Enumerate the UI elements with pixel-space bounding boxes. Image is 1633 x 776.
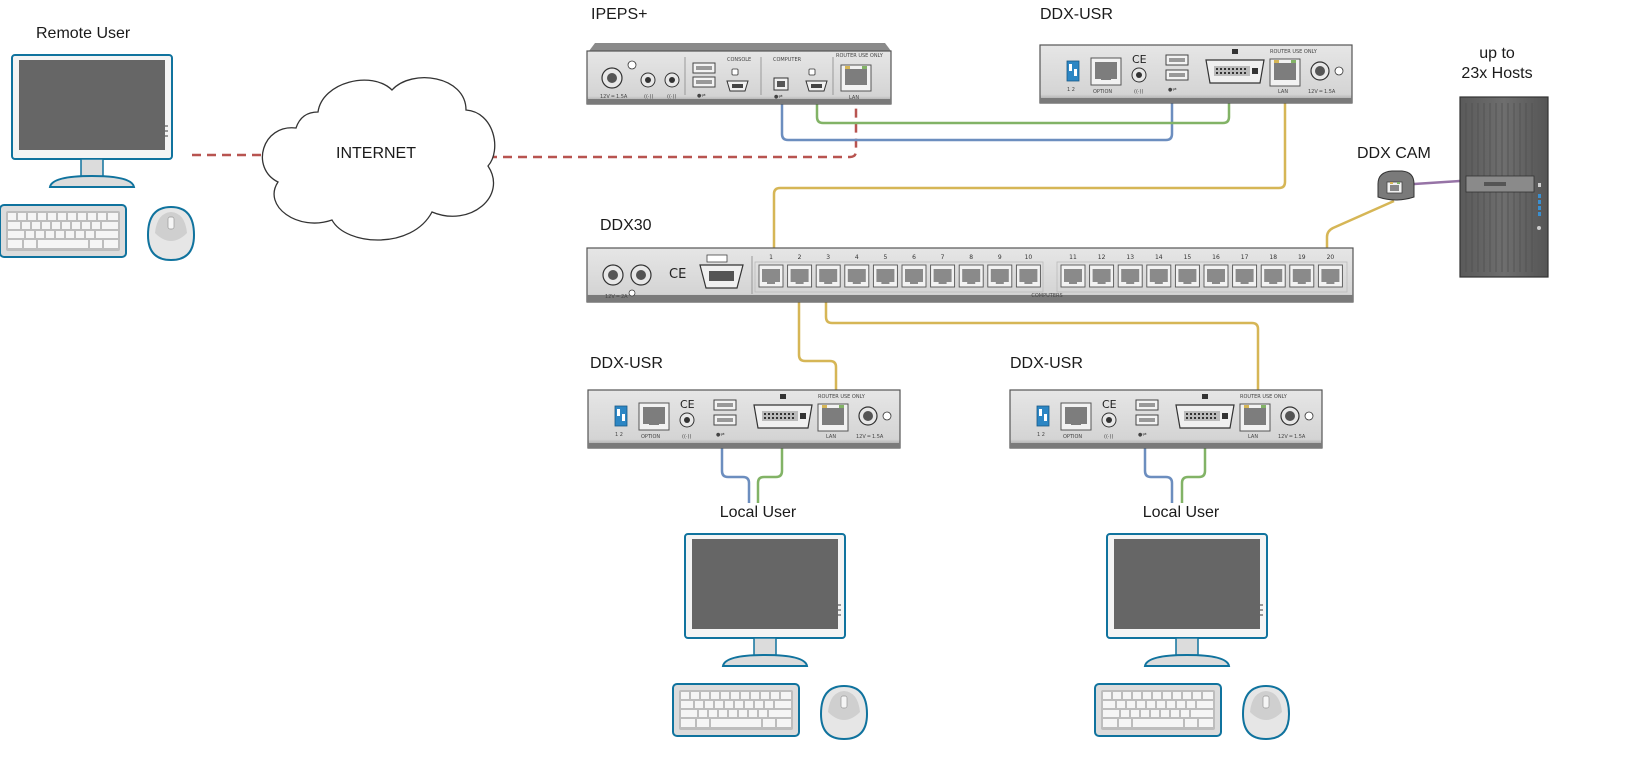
internet-link-ipeps — [488, 100, 858, 159]
switch-port-1: 1 — [758, 254, 784, 288]
svg-text:LAN: LAN — [849, 95, 859, 101]
switch-port-8: 8 — [958, 254, 984, 288]
video-cable-right-user — [1180, 425, 1207, 503]
svg-text:8: 8 — [969, 254, 973, 261]
svg-text:12V ═ 2A: 12V ═ 2A — [605, 294, 628, 300]
ddx-usr-top-label: DDX-USR — [1040, 6, 1113, 23]
video-cable-left-user — [756, 425, 784, 503]
ddx-usr-left-device — [587, 389, 901, 449]
remote-user-label: Remote User — [36, 25, 131, 42]
switch-port-2: 2 — [787, 254, 813, 288]
svg-text:15: 15 — [1184, 254, 1192, 261]
svg-text:CONSOLE: CONSOLE — [727, 57, 751, 63]
svg-text:3: 3 — [826, 254, 830, 261]
svg-text:10: 10 — [1025, 254, 1033, 261]
svg-text:2: 2 — [798, 254, 802, 261]
usb-cable-left-user — [720, 425, 751, 503]
svg-text:12V ═ 1.5A: 12V ═ 1.5A — [600, 94, 628, 100]
switch-port-7: 7 — [930, 254, 956, 288]
ipeps-label: IPEPS+ — [591, 6, 648, 23]
svg-text:11: 11 — [1069, 254, 1077, 261]
svg-text:1: 1 — [769, 254, 773, 261]
ddx-usr-top-device — [1039, 44, 1353, 104]
switch-port-9: 9 — [987, 254, 1013, 288]
local-user-left-label: Local User — [719, 504, 797, 521]
network-cable-top-usr — [772, 76, 1287, 268]
switch-port-15: 15 — [1174, 254, 1200, 288]
switch-port-14: 14 — [1146, 254, 1172, 288]
svg-text:9: 9 — [998, 254, 1002, 261]
svg-text:ROUTER USE ONLY: ROUTER USE ONLY — [836, 53, 884, 59]
svg-text:7: 7 — [941, 254, 945, 261]
switch-section-label: COMPUTERS — [1031, 293, 1062, 299]
video-cable-ipeps — [815, 82, 1231, 125]
svg-text:((·)): ((·)) — [667, 94, 676, 100]
svg-text:4: 4 — [855, 254, 859, 261]
network-cable-left-usr — [797, 285, 838, 410]
svg-text:20: 20 — [1327, 254, 1335, 261]
hosts-label-line2: 23x Hosts — [1461, 65, 1533, 82]
ddx-cam-device — [1377, 170, 1415, 201]
remote-user-workstation — [0, 54, 195, 261]
svg-text:●⇌: ●⇌ — [774, 94, 783, 100]
usb-cable-right-user — [1143, 425, 1174, 503]
svg-text:13: 13 — [1126, 254, 1134, 261]
svg-text:18: 18 — [1269, 254, 1277, 261]
svg-text:12: 12 — [1098, 254, 1106, 261]
svg-text:14: 14 — [1155, 254, 1163, 261]
internet-label: INTERNET — [336, 145, 416, 162]
svg-text:COMPUTER: COMPUTER — [773, 57, 802, 63]
hosts-label-line1: up to — [1479, 45, 1515, 62]
internet-cloud — [261, 77, 496, 241]
ddx-usr-left-label: DDX-USR — [590, 355, 663, 372]
network-cable-cam — [1325, 199, 1395, 268]
svg-text:((·)): ((·)) — [644, 94, 653, 100]
switch-port-19: 19 — [1289, 254, 1315, 288]
switch-port-11: 11 — [1060, 254, 1086, 288]
svg-text:17: 17 — [1241, 254, 1249, 261]
switch-port-10: 10 — [1015, 254, 1041, 288]
switch-port-4: 4 — [844, 254, 870, 288]
switch-port-12: 12 — [1089, 254, 1115, 288]
svg-text:CE: CE — [669, 267, 686, 282]
ddx-cam-label: DDX CAM — [1357, 145, 1431, 162]
ddx30-label: DDX30 — [600, 217, 652, 234]
local-user-workstation-left — [672, 533, 868, 740]
usb-cable-ipeps — [780, 84, 1174, 142]
switch-port-17: 17 — [1232, 254, 1258, 288]
ddx-usr-right-device — [1009, 389, 1323, 449]
svg-text:16: 16 — [1212, 254, 1220, 261]
ddx-usr-right-label: DDX-USR — [1010, 355, 1083, 372]
camera-host-link — [1413, 179, 1461, 186]
local-user-right-label: Local User — [1142, 504, 1220, 521]
switch-port-6: 6 — [901, 254, 927, 288]
svg-text:6: 6 — [912, 254, 916, 261]
switch-port-13: 13 — [1117, 254, 1143, 288]
svg-text:●⇌: ●⇌ — [697, 93, 706, 99]
svg-text:5: 5 — [883, 254, 887, 261]
ipeps-device: 12V ═ 1.5A ((·)) ((·)) ●⇌ CONSOLE COMPUTE… — [586, 43, 892, 105]
switch-port-5: 5 — [872, 254, 898, 288]
host-computer-tower — [1459, 96, 1549, 278]
svg-text:19: 19 — [1298, 254, 1306, 261]
switch-port-20: 20 — [1317, 254, 1343, 288]
local-user-workstation-right — [1094, 533, 1290, 740]
network-cable-right-usr — [824, 285, 1260, 410]
switch-port-16: 16 — [1203, 254, 1229, 288]
switch-port-18: 18 — [1260, 254, 1286, 288]
switch-port-3: 3 — [815, 254, 841, 288]
